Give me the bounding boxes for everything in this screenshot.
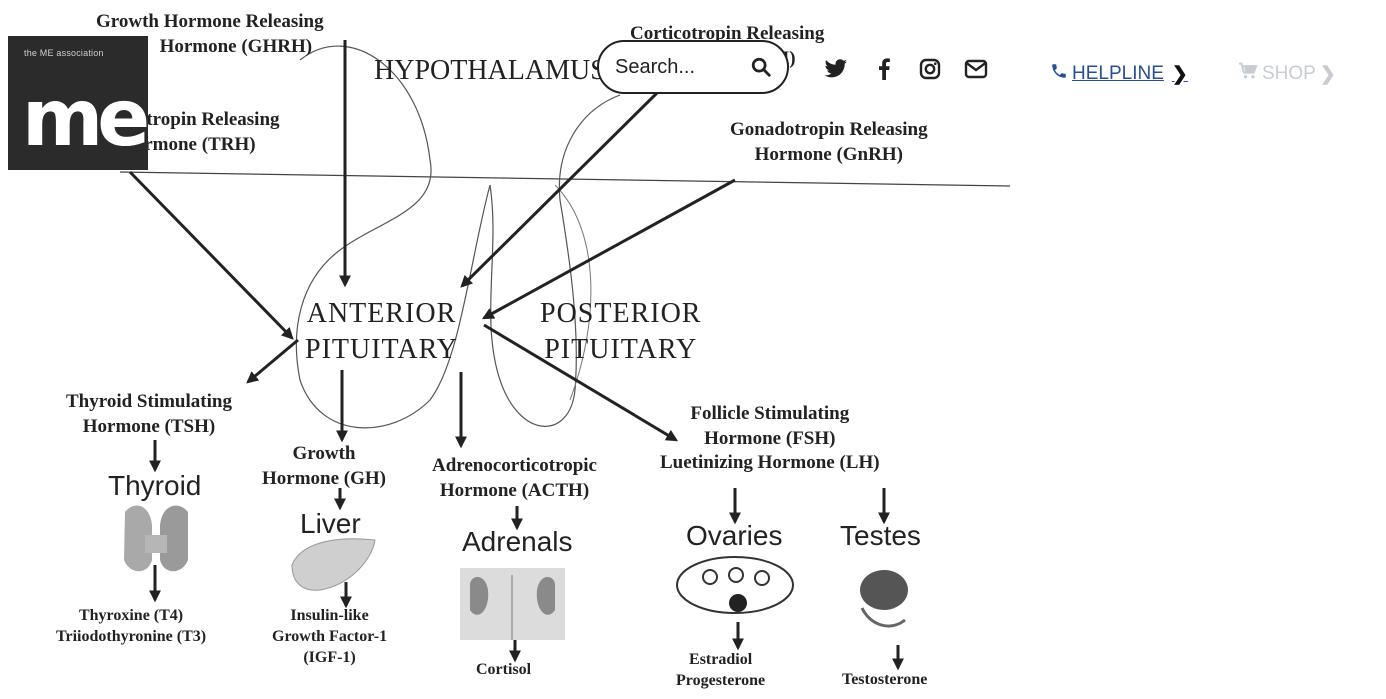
ovaries-organ-label: Ovaries <box>686 520 782 552</box>
posterior-pituitary-label: POSTERIOR PITUITARY <box>540 296 701 369</box>
thyroid-image <box>124 506 188 572</box>
hypothalamus-outline <box>296 46 490 428</box>
arrow-crh <box>462 90 660 286</box>
instagram-icon[interactable] <box>917 56 943 82</box>
hypothalamus-label: HYPOTHALAMUS <box>374 55 606 87</box>
arrow-trh <box>130 172 292 338</box>
logo-mark: me <box>22 80 144 158</box>
t4-t3-label: Thyroxine (T4) Triiodothyronine (T3) <box>56 606 206 648</box>
search-box[interactable] <box>597 40 789 94</box>
gnrh-label: Gonadotropin Releasing Hormone (GnRH) <box>730 118 928 167</box>
testes-organ-label: Testes <box>840 520 921 552</box>
search-input[interactable] <box>613 55 749 80</box>
fsh-lh-label: Follicle Stimulating Hormone (FSH) Lueti… <box>660 402 880 476</box>
testosterone-label: Testosterone <box>842 670 927 691</box>
acth-label: Adrenocorticotropic Hormone (ACTH) <box>432 454 597 503</box>
helpline-link[interactable]: HELPLINE ❯ <box>1050 62 1188 86</box>
liver-image <box>292 539 375 591</box>
thyroid-organ-label: Thyroid <box>108 470 201 502</box>
liver-organ-label: Liver <box>300 508 361 540</box>
cart-icon <box>1238 62 1258 86</box>
cortisol-label: Cortisol <box>476 660 531 681</box>
shop-link[interactable]: SHOP ❯ <box>1238 62 1336 86</box>
site-logo[interactable]: the ME association me <box>8 36 148 170</box>
adrenals-organ-label: Adrenals <box>462 526 573 558</box>
shop-chevron-icon: ❯ <box>1320 63 1336 86</box>
facebook-icon[interactable] <box>871 56 897 82</box>
shop-label: SHOP <box>1262 63 1316 85</box>
mail-icon[interactable] <box>963 56 989 82</box>
search-icon[interactable] <box>749 55 773 79</box>
anterior-pituitary-label: ANTERIOR PITUITARY <box>305 296 458 369</box>
estradiol-progesterone-label: Estradiol Progesterone <box>676 650 765 692</box>
adrenals-image <box>460 568 565 640</box>
arrow-tsh <box>248 340 298 382</box>
tsh-label: Thyroid Stimulating Hormone (TSH) <box>66 390 232 439</box>
helpline-chevron-icon: ❯ <box>1172 63 1188 86</box>
gh-label: Growth Hormone (GH) <box>262 442 386 491</box>
helpline-label: HELPLINE <box>1072 63 1164 85</box>
testes-image <box>860 570 908 626</box>
ovaries-image <box>677 557 793 613</box>
phone-icon <box>1050 62 1068 86</box>
igf-label: Insulin-like Growth Factor-1 (IGF-1) <box>272 606 387 668</box>
twitter-icon[interactable] <box>823 56 849 82</box>
logo-tagline: the ME association <box>24 48 104 58</box>
posterior-outline <box>490 95 620 426</box>
